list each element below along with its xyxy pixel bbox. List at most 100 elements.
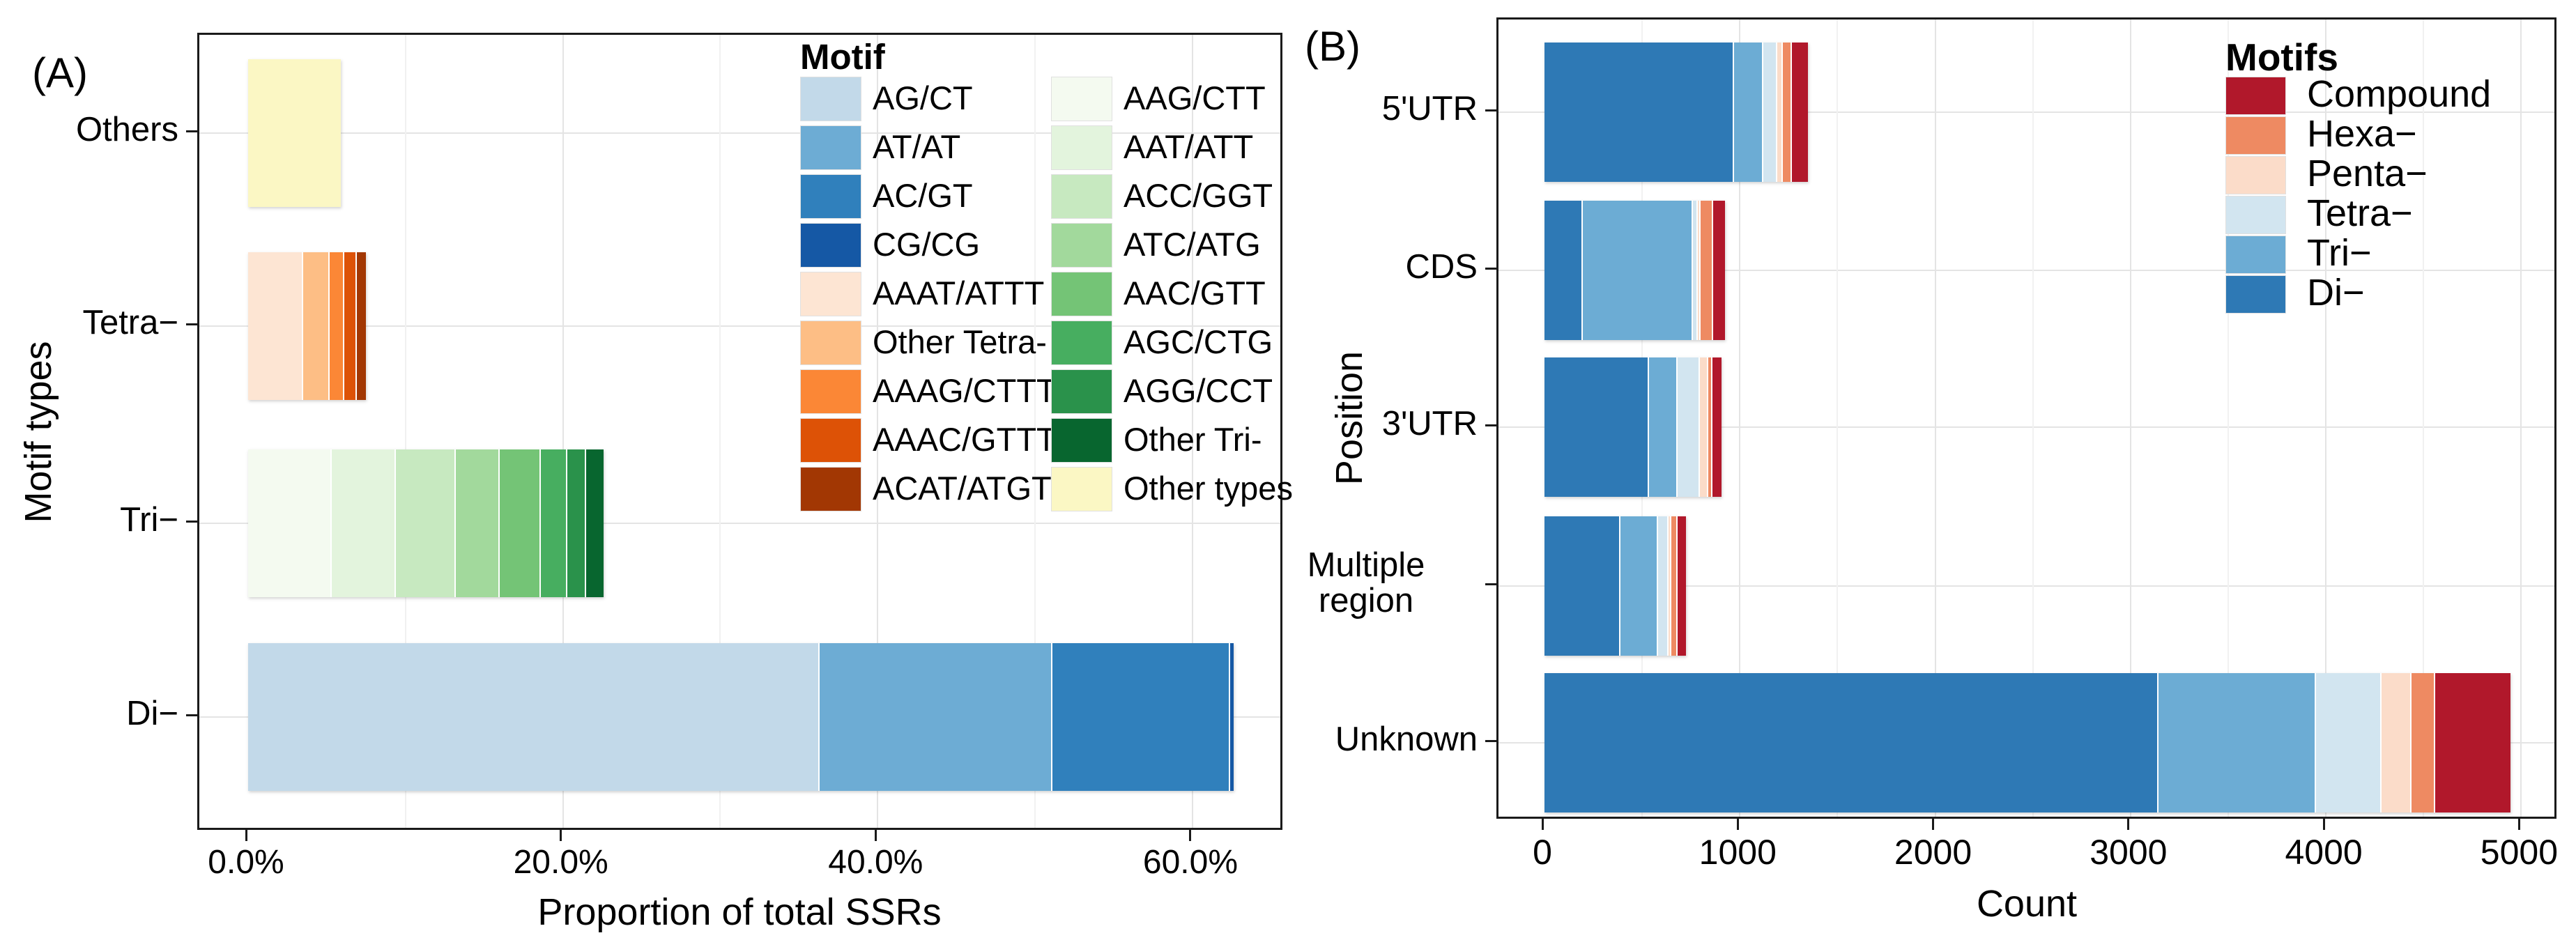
y-tick-mark bbox=[186, 520, 197, 523]
bar-segment bbox=[1692, 201, 1698, 340]
bar-segment bbox=[1701, 201, 1714, 340]
y-tick-label: Tri− bbox=[120, 501, 178, 539]
legend-item-label: AT/AT bbox=[873, 128, 961, 165]
bar-segment bbox=[356, 252, 367, 400]
x-tick-mark bbox=[1932, 819, 1935, 830]
stacked-bar bbox=[1544, 201, 1726, 340]
h-gridline bbox=[199, 132, 1280, 134]
bar-segment bbox=[586, 449, 604, 597]
stacked-bar bbox=[1544, 357, 1722, 497]
x-tick-label: 3000 bbox=[2090, 833, 2168, 872]
y-tick-label: Di− bbox=[126, 695, 178, 732]
x-tick-label: 0.0% bbox=[208, 844, 284, 881]
x-tick-mark bbox=[1189, 830, 1192, 841]
legend-item-label: ATC/ATG bbox=[1124, 225, 1261, 263]
x-tick-mark bbox=[1541, 819, 1544, 830]
h-gridline bbox=[1498, 585, 2554, 587]
legend-swatch bbox=[1051, 223, 1112, 268]
legend-item-label: AC/GT bbox=[873, 176, 973, 214]
stacked-bar bbox=[1544, 673, 2510, 812]
bar-segment bbox=[1582, 201, 1693, 340]
v-gridline-minor bbox=[1837, 20, 1839, 817]
bar-segment bbox=[1648, 357, 1678, 497]
x-tick-label: 5000 bbox=[2480, 833, 2558, 872]
y-tick-mark bbox=[1485, 267, 1496, 270]
legend-item-label: Tri− bbox=[2307, 232, 2372, 275]
bar-segment bbox=[248, 59, 342, 207]
legend-item-label: CG/CG bbox=[873, 225, 981, 263]
x-tick-mark bbox=[560, 830, 562, 841]
legend-item-label: Other types bbox=[1124, 469, 1293, 507]
v-gridline-major bbox=[2129, 20, 2131, 817]
legend-item-label: AGG/CCT bbox=[1124, 371, 1273, 409]
v-gridline-minor bbox=[2423, 20, 2425, 817]
bar-segment bbox=[330, 252, 344, 400]
y-tick-label: Others bbox=[75, 111, 178, 148]
bar-segment bbox=[1712, 357, 1722, 497]
legend-item-label: AAC/GTT bbox=[1124, 274, 1266, 311]
stacked-bar bbox=[248, 643, 1234, 791]
legend-item-label: Other Tetra- bbox=[873, 323, 1047, 360]
y-tick-mark bbox=[1485, 109, 1496, 111]
panel-b-label: (B) bbox=[1305, 23, 1360, 70]
legend-swatch bbox=[2225, 156, 2286, 194]
x-tick-label: 1000 bbox=[1699, 833, 1777, 872]
bar-segment bbox=[1230, 643, 1234, 791]
bar-segment bbox=[248, 252, 304, 400]
h-gridline bbox=[1498, 111, 2554, 113]
v-gridline-minor bbox=[2227, 20, 2229, 817]
h-gridline bbox=[199, 325, 1280, 327]
v-gridline-major bbox=[2520, 20, 2522, 817]
bar-segment bbox=[1777, 43, 1783, 182]
legend-item-label: AAAT/ATTT bbox=[873, 274, 1045, 311]
legend-swatch bbox=[1051, 321, 1112, 365]
legend-swatch bbox=[2225, 236, 2286, 274]
bar-segment bbox=[1782, 43, 1792, 182]
stacked-bar bbox=[248, 449, 604, 597]
bar-segment bbox=[819, 643, 1052, 791]
legend-swatch bbox=[2225, 196, 2286, 234]
x-tick-label: 60.0% bbox=[1142, 844, 1239, 881]
legend-swatch bbox=[1051, 272, 1112, 316]
v-gridline-minor bbox=[719, 35, 721, 828]
legend-swatch bbox=[800, 467, 861, 511]
h-gridline bbox=[199, 523, 1280, 524]
y-tick-mark bbox=[1485, 424, 1496, 426]
y-tick-mark bbox=[1485, 583, 1496, 585]
v-gridline-major bbox=[2325, 20, 2327, 817]
bar-segment bbox=[1544, 43, 1734, 182]
y-tick-mark bbox=[186, 130, 197, 132]
bar-segment bbox=[1544, 357, 1649, 497]
bar-segment bbox=[1052, 643, 1231, 791]
h-gridline bbox=[1498, 270, 2554, 271]
y-tick-label: CDS bbox=[1405, 248, 1478, 286]
bar-segment bbox=[1620, 516, 1658, 656]
legend-item-label: AAG/CTT bbox=[1124, 79, 1266, 116]
bar-segment bbox=[2412, 673, 2436, 812]
x-tick-mark bbox=[2322, 819, 2325, 830]
bar-segment bbox=[1708, 357, 1712, 497]
v-gridline-minor bbox=[1034, 35, 1036, 828]
x-tick-label: 20.0% bbox=[513, 844, 608, 881]
panel-b-plot-area bbox=[1496, 17, 2556, 819]
stacked-bar bbox=[248, 252, 367, 400]
bar-segment bbox=[2435, 673, 2510, 812]
bar-segment bbox=[2316, 673, 2382, 812]
legend-swatch bbox=[800, 418, 861, 463]
legend-item-label: ACC/GGT bbox=[1124, 176, 1273, 214]
x-tick-mark bbox=[1736, 819, 1739, 830]
legend-swatch bbox=[1051, 418, 1112, 463]
bar-segment bbox=[1544, 516, 1621, 656]
y-tick-mark bbox=[186, 323, 197, 325]
x-tick-mark bbox=[2127, 819, 2130, 830]
legend-item-label: AAAC/GTTT bbox=[873, 420, 1057, 458]
bar-segment bbox=[1657, 516, 1669, 656]
x-tick-mark bbox=[245, 830, 247, 841]
bar-segment bbox=[1699, 357, 1709, 497]
legend-swatch bbox=[800, 321, 861, 365]
legend-swatch bbox=[1051, 77, 1112, 121]
bar-segment bbox=[1733, 43, 1763, 182]
